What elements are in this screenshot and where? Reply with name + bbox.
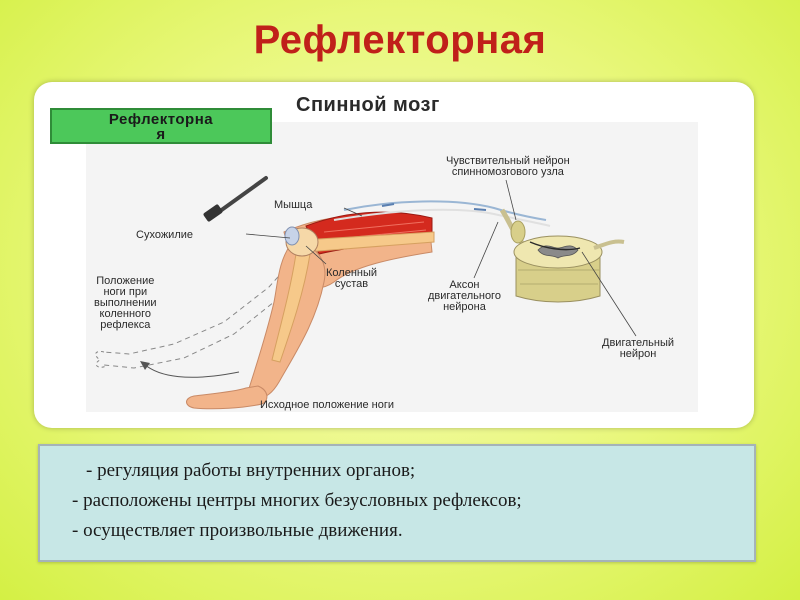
spinal-cord-heading: Спинной мозг (296, 94, 440, 116)
info-box: - регуляция работы внутренних органов; -… (38, 444, 756, 562)
illustration-backdrop (86, 122, 698, 412)
label-motor-axon: Аксон двигательного нейрона (428, 279, 501, 313)
slide-title: Рефлекторная (253, 18, 547, 62)
sensory-arrow (381, 203, 395, 207)
info-line: - осуществляет произвольные движения. (72, 520, 403, 541)
reflex-figure: Рефлекторна я Спинной мозг Чувствительны… (34, 82, 754, 428)
motor-arrow (473, 208, 487, 211)
interneuron-path (529, 241, 581, 251)
label-muscle: Мышца (274, 199, 313, 211)
label-tendon: Сухожилие (136, 229, 193, 241)
pointer-muscle (343, 207, 363, 217)
pointer-knee (305, 245, 327, 265)
label-sensory-neuron: Чувствительный нейрон спинномозгового уз… (446, 155, 570, 178)
label-motor-neuron: Двигательный нейрон (602, 337, 675, 360)
pointer-sensory (505, 179, 517, 221)
motion-arc (143, 363, 240, 378)
sensory-ganglion (510, 220, 526, 244)
label-initial-position: Исходное положение ноги (260, 399, 395, 411)
motion-arrowhead (140, 361, 150, 370)
sensory-fiber (343, 200, 547, 221)
motor-root (593, 239, 625, 250)
label-knee-joint: Коленный сустав (326, 267, 378, 290)
inner-badge-text: Рефлекторна я (108, 111, 214, 143)
hammer-handle (214, 176, 268, 216)
reflex-illustration (86, 122, 698, 412)
info-line: - расположены центры многих безусловных … (72, 490, 522, 511)
info-line: - регуляция работы внутренних органов; (86, 460, 416, 481)
pointer-tendon (245, 233, 291, 239)
label-leg-position: Положение ноги при выполнении коленного … (94, 275, 157, 331)
grey-matter (537, 245, 579, 259)
hammer-head (203, 204, 223, 222)
shin-bone (271, 253, 311, 363)
motor-fiber (333, 208, 551, 227)
pointer-motor-neuron (581, 251, 637, 337)
pointer-axon (473, 221, 499, 279)
patella (284, 226, 300, 246)
foot (186, 385, 268, 410)
inner-badge: Рефлекторна я (50, 108, 272, 144)
